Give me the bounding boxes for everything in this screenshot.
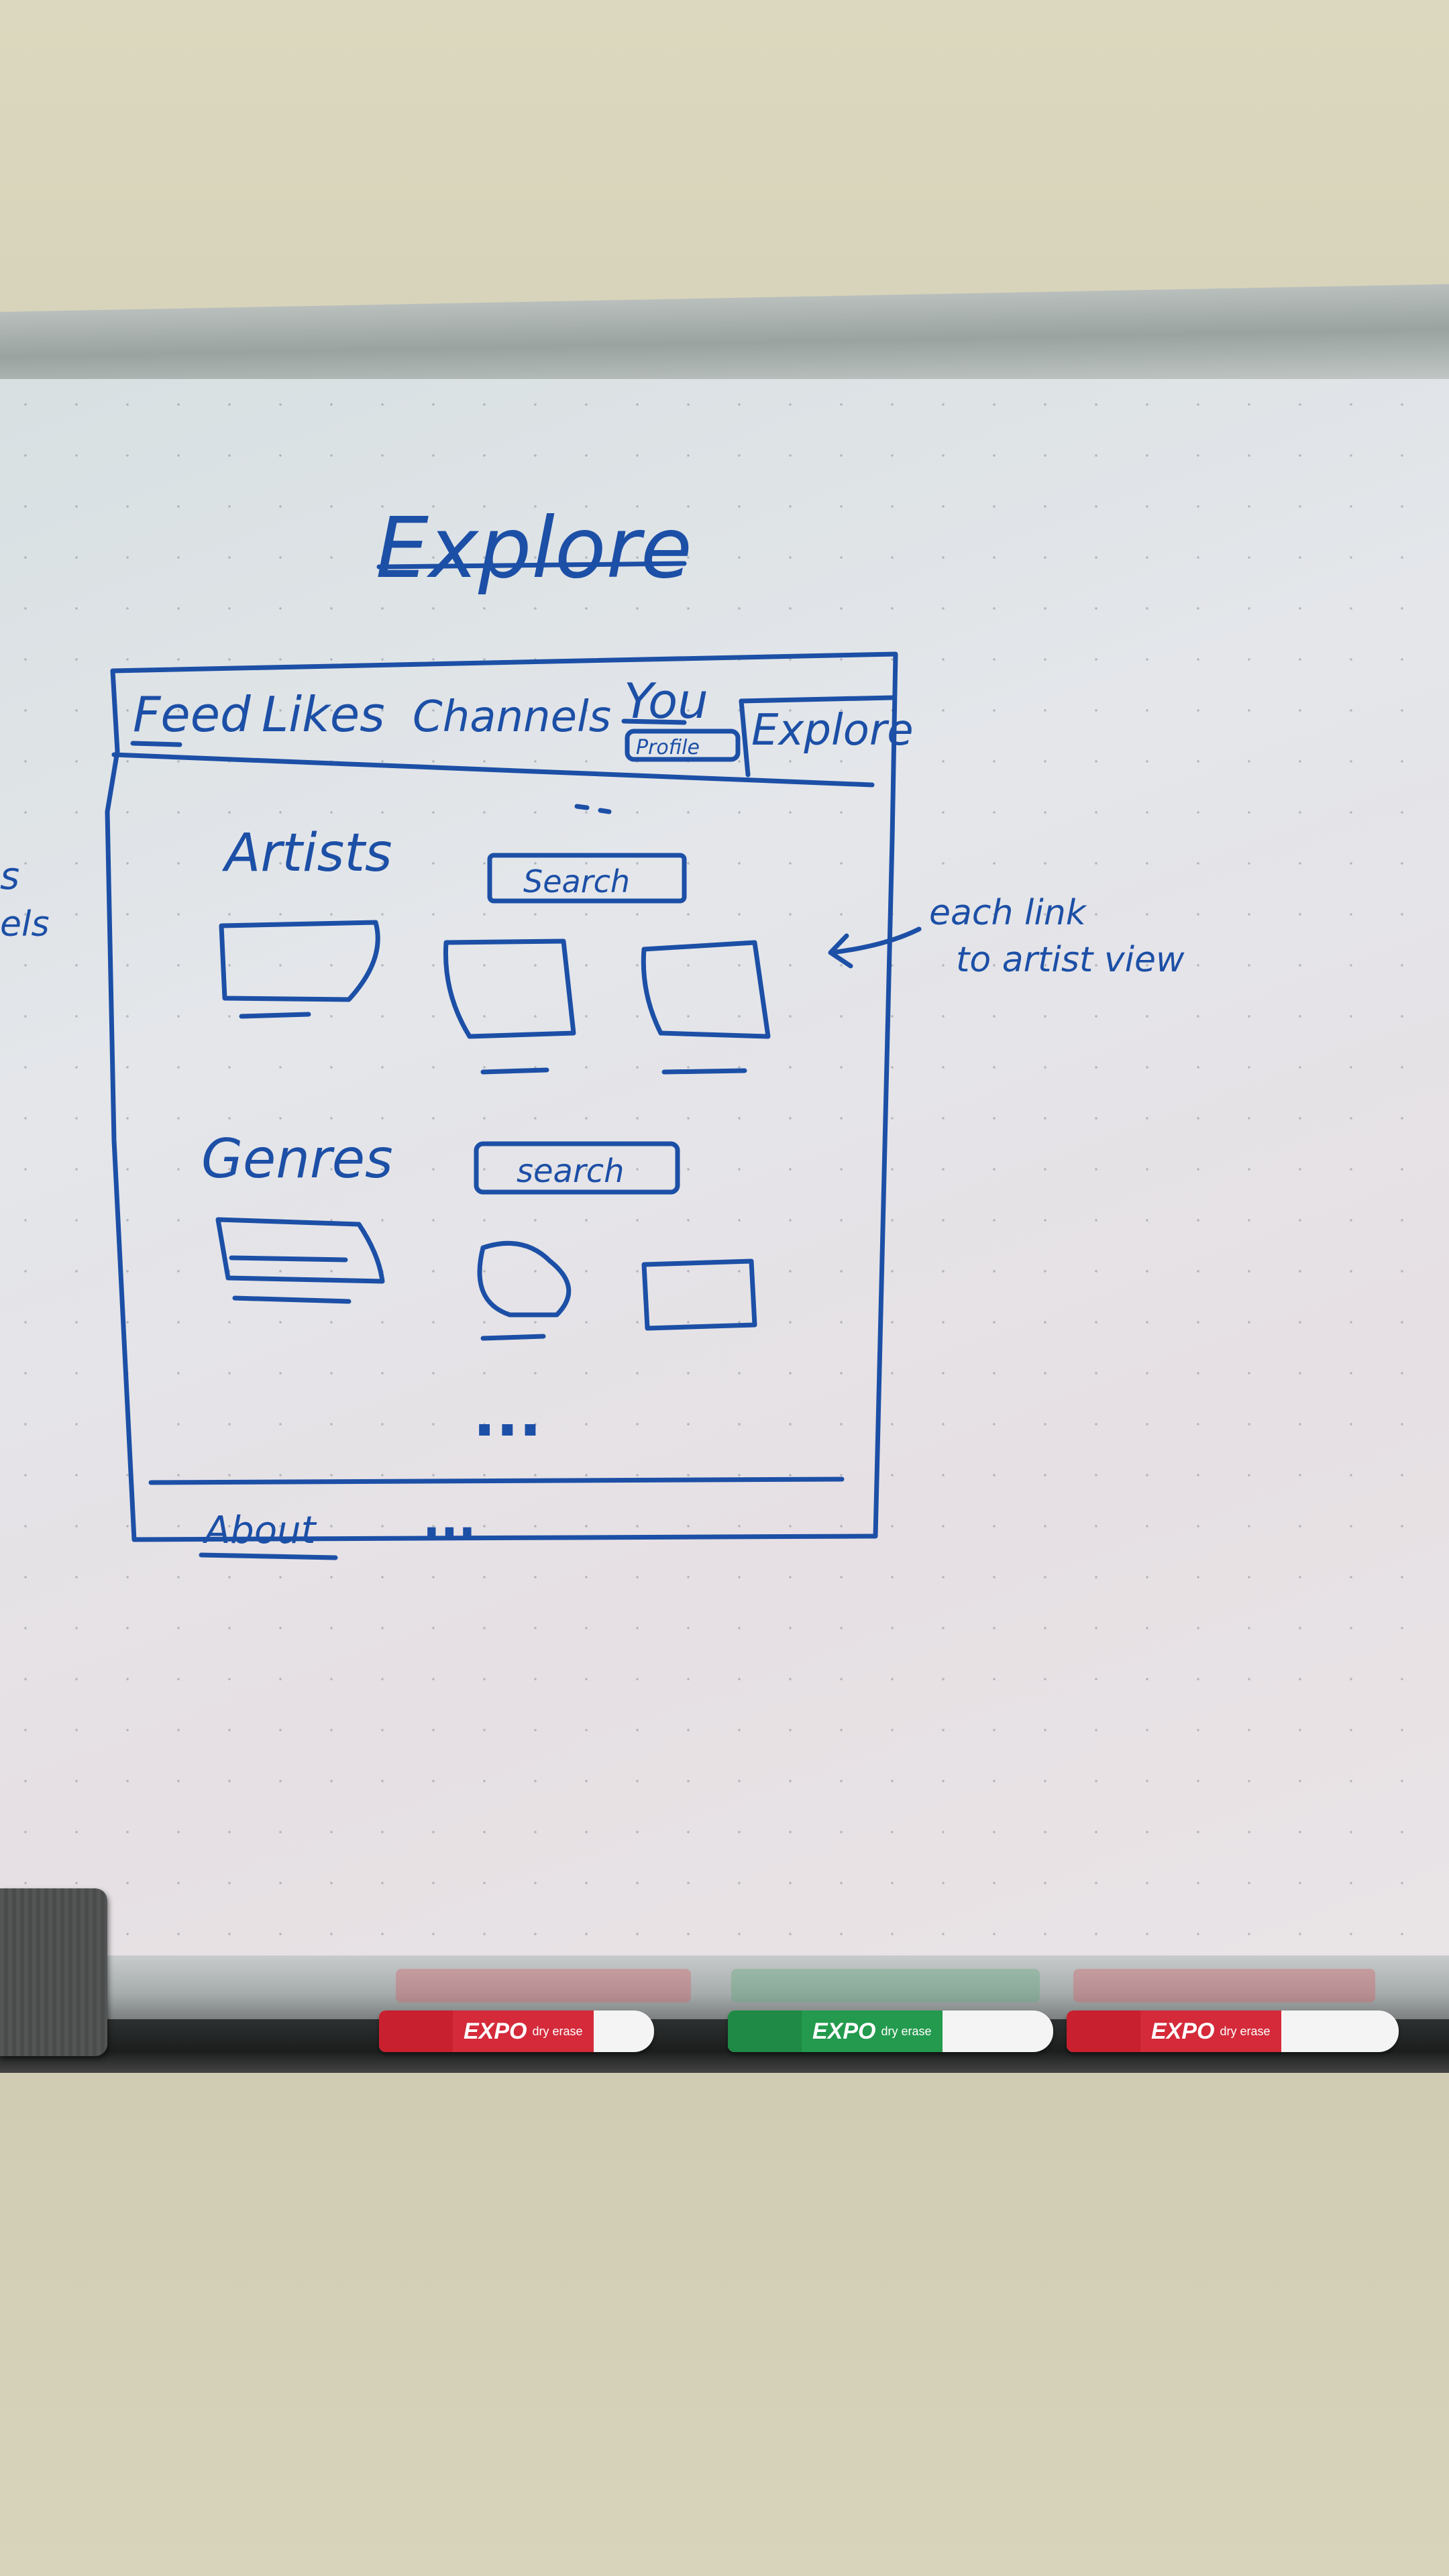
marker-label: EXPO dry erase	[802, 2010, 943, 2052]
annotation-line-2: to artist view	[956, 940, 1185, 980]
marker-red-1: EXPO dry erase	[379, 2010, 654, 2052]
content-ellipsis: ...	[473, 1380, 542, 1450]
marker-brand: EXPO	[464, 2018, 527, 2044]
about-underline	[199, 1552, 338, 1560]
artist-tile-3-caption	[661, 1068, 747, 1075]
marker-cap	[728, 2010, 802, 2052]
genres-search-label: search	[517, 1152, 625, 1190]
nav-divider	[111, 752, 875, 788]
profile-box	[625, 729, 741, 762]
marker-red-2: EXPO dry erase	[1067, 2010, 1399, 2052]
footer-about: About	[203, 1509, 317, 1552]
marker-reflection	[1073, 1969, 1375, 2002]
nav-explore-box	[739, 695, 895, 777]
artist-tile-1-caption	[239, 1012, 311, 1019]
title-underline	[376, 561, 687, 570]
artist-tile-3	[641, 940, 771, 1039]
marker-label: EXPO dry erase	[1140, 2010, 1281, 2052]
marker-cap	[1067, 2010, 1140, 2052]
marker-reflection	[396, 1969, 691, 2002]
marker-type: dry erase	[1220, 2024, 1271, 2038]
genre-tile-2-caption	[480, 1334, 546, 1341]
sketch-frame-bottom	[131, 1534, 868, 1542]
sketch-title: Explore	[376, 500, 692, 597]
annotation-line-1: each link	[929, 893, 1087, 933]
genre-tile-1-line	[229, 1255, 348, 1263]
nav-channels: Channels	[413, 692, 611, 742]
nav-feed: Feed	[133, 686, 252, 743]
ink-dashes	[574, 804, 612, 814]
eraser	[0, 1888, 107, 2056]
artist-tile-1	[219, 920, 380, 1002]
marker-tray	[0, 1955, 1449, 2019]
artists-search-label: Search	[523, 863, 630, 900]
you-underline	[621, 718, 687, 725]
edge-text-2: els	[0, 904, 50, 945]
marker-cap	[379, 2010, 453, 2052]
sketch-frame-right	[110, 651, 898, 1539]
marker-reflection	[731, 1969, 1040, 2002]
whiteboard	[0, 379, 1449, 1966]
nav-likes: Likes	[262, 686, 385, 743]
footer-divider	[148, 1477, 845, 1485]
artists-search-box	[487, 853, 687, 904]
edge-text-1: s	[0, 855, 19, 898]
marker-type: dry erase	[881, 2024, 932, 2038]
sketch-frame-left	[105, 668, 137, 1542]
feed-underline	[130, 741, 182, 747]
section-artists: Artists	[221, 823, 392, 883]
marker-brand: EXPO	[1151, 2018, 1215, 2044]
nav-you-sub: Profile	[636, 736, 700, 759]
artist-tile-2-caption	[480, 1067, 549, 1075]
genres-search-box	[474, 1141, 680, 1195]
artist-tile-2	[443, 938, 576, 1039]
marker-type: dry erase	[532, 2024, 583, 2038]
wall	[0, 2073, 1449, 2576]
annotation-arrow	[829, 926, 922, 955]
marker-brand: EXPO	[812, 2018, 876, 2044]
marker-green: EXPO dry erase	[728, 2010, 1053, 2052]
annotation-arrowhead	[828, 933, 853, 969]
marker-label: EXPO dry erase	[453, 2010, 594, 2052]
footer-more: ...	[423, 1493, 476, 1548]
nav-you: You	[624, 673, 708, 729]
genre-tile-1-caption	[232, 1295, 352, 1304]
genre-tile-1	[215, 1217, 385, 1284]
nav-explore: Explore	[751, 706, 914, 755]
genre-tile-2	[477, 1240, 572, 1318]
section-genres: Genres	[201, 1128, 393, 1190]
genre-tile-3	[641, 1258, 757, 1331]
